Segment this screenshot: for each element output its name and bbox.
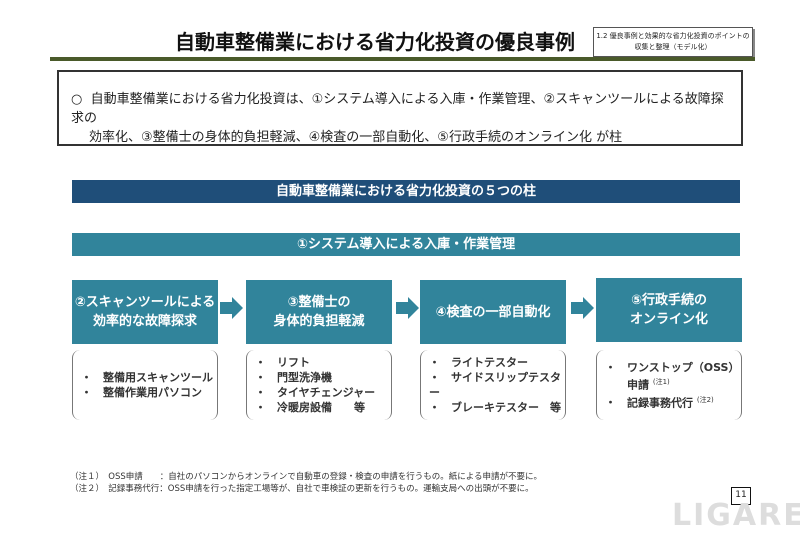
pillar-title: ②スキャンツールによる [74,295,216,310]
pillar-4-list: ・ライトテスター ・サイドスリップテスター ・ブレーキテスター 等 [420,350,566,420]
section-label-line: 1.2 優良事例と効果的な省力化投資のポイントの [596,32,750,40]
list-item: ・整備作業用パソコン [81,386,202,399]
pillar-1-bar: ①システム導入による入庫・作業管理 [72,233,740,256]
pillar-title: ③整備士の [287,295,351,310]
summary-line: 自動車整備業における省力化投資は、①システム導入による入庫・作業管理、②スキャン… [71,92,724,126]
page-number: 11 [731,487,751,505]
summary-box: ○ 自動車整備業における省力化投資は、①システム導入による入庫・作業管理、②スキ… [57,70,743,146]
summary-bullet: ○ [71,92,83,107]
pillar-title: 身体的負担軽減 [273,314,365,329]
pillars-header: 自動車整備業における省力化投資の５つの柱 [72,180,740,203]
pillar-5-list: ・ワンストップ（OSS） 申請 (注1) ・記録事務代行 (注2) [596,350,742,420]
watermark-logo: LIGARE [672,498,800,533]
pillar-3-box: ③整備士の身体的負担軽減 [246,280,392,344]
list-item: ・ワンストップ（OSS） [605,360,740,374]
list-item: ・記録事務代行 (注2) [605,395,714,410]
page-title: 自動車整備業における省力化投資の優良事例 [175,30,575,54]
pillar-4-box: ④検査の一部自動化 [420,280,566,344]
pillar-2-box: ②スキャンツールによる効率的な故障探求 [72,280,218,344]
list-item: ・タイヤチェンジャー [255,386,376,399]
list-item: ・リフト [255,356,310,369]
list-item: ・門型洗浄機 [255,371,332,384]
list-item: ・ライトテスター [429,356,528,369]
footnote: （注２） 記録事務代行：OSS申請を行った指定工場等が、自社で車検証の更新を行う… [70,484,534,494]
list-item: ・ブレーキテスター 等 [429,401,561,414]
section-label: 1.2 優良事例と効果的な省力化投資のポイントの 収集と整理（モデル化） [593,27,753,57]
pillar-title: オンライン化 [629,312,708,327]
pillar-title: 効率的な故障探求 [92,314,197,329]
title-divider [50,57,755,61]
summary-line: 効率化、③整備士の身体的負担軽減、④検査の一部自動化、⑤行政手続のオンライン化 … [89,130,623,145]
list-item: ・サイドスリップテスター [429,371,561,399]
pillar-2-list: ・整備用スキャンツール ・整備作業用パソコン [72,350,218,420]
pillar-5-box: ⑤行政手続のオンライン化 [596,278,742,342]
pillar-title: ④検査の一部自動化 [435,304,551,320]
section-label-line: 収集と整理（モデル化） [634,43,712,51]
footnote: （注１） OSS申請 ：自社のパソコンからオンラインで自動車の登録・検査の申請を… [70,472,542,482]
pillar-title: ⑤行政手続の [630,293,707,308]
list-item: ・整備用スキャンツール [81,371,213,384]
list-item: 申請 (注1) [627,377,670,392]
list-item: ・冷暖房設備 等 [255,401,365,414]
pillar-3-list: ・リフト ・門型洗浄機 ・タイヤチェンジャー ・冷暖房設備 等 [246,350,392,420]
